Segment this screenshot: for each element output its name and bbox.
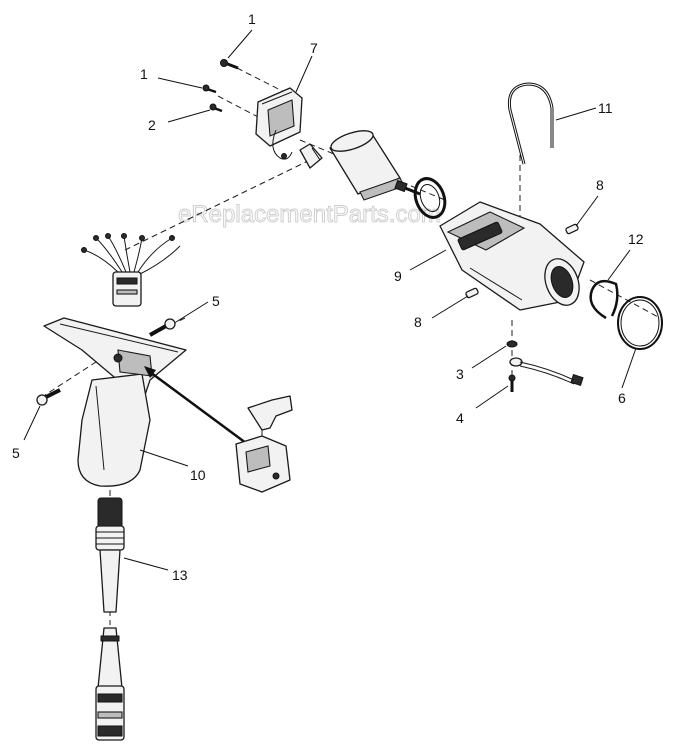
callout-leader-lines	[23, 29, 637, 571]
callout-11: 11	[598, 100, 613, 116]
callout-3: 3	[456, 366, 464, 382]
callout-13: 13	[172, 567, 188, 583]
housing-part-9	[439, 201, 585, 311]
bit-extension	[95, 627, 125, 741]
screw-part-1-side	[202, 84, 217, 94]
callout-1-side: 1	[140, 66, 148, 82]
trigger-switch	[235, 395, 293, 493]
callout-12: 12	[628, 231, 644, 247]
callout-4: 4	[456, 410, 464, 426]
callout-8-upper: 8	[596, 177, 604, 193]
o-ring-part-6	[617, 296, 663, 350]
lanyard-strap	[509, 357, 584, 386]
screw-part-5-upper	[149, 318, 176, 337]
screw-part-1-top	[220, 59, 239, 70]
callout-9: 9	[394, 268, 402, 284]
screw-part-4	[508, 374, 516, 392]
callout-5-lower: 5	[12, 445, 20, 461]
motor-assembly	[299, 130, 421, 201]
callout-labels: 1 1 2 7 11 8 12 9 5 8 3 6 4 5 10 13	[12, 11, 644, 583]
wire-clip-part-11	[507, 82, 554, 165]
pin-part-8-upper	[565, 223, 579, 235]
callout-2: 2	[148, 117, 156, 133]
watermark-text: eReplacementParts.com	[178, 201, 441, 228]
callout-7: 7	[310, 40, 318, 56]
washer-part-3	[506, 340, 518, 348]
callout-10: 10	[190, 467, 206, 483]
end-cap-part-7	[255, 87, 303, 160]
screw-part-5-lower	[36, 388, 61, 406]
snap-ring-part-12	[589, 279, 619, 320]
screw-part-2	[209, 103, 223, 113]
callout-6: 6	[618, 390, 626, 406]
callout-5-upper: 5	[212, 293, 220, 309]
bit-holder-part-13	[95, 497, 125, 613]
callout-8-lower: 8	[414, 314, 422, 330]
wiring-harness	[81, 233, 181, 307]
pin-part-8-lower	[465, 287, 479, 299]
retaining-ring-motor	[413, 177, 447, 219]
callout-1-top: 1	[248, 11, 256, 27]
handle-part-10	[43, 317, 251, 487]
